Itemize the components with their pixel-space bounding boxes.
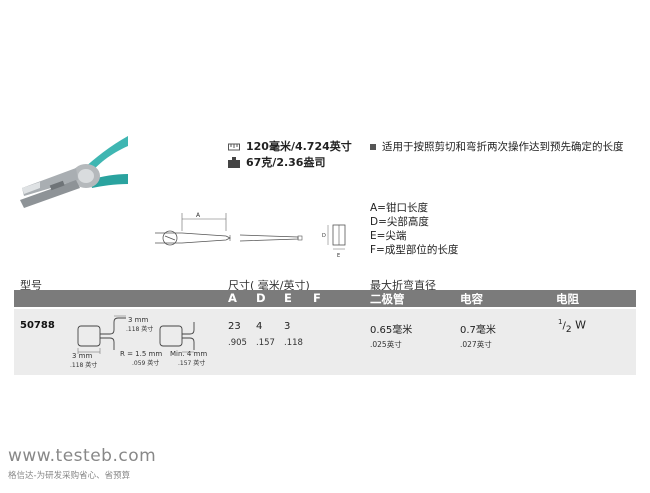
header-size: 尺寸( 毫米/英寸) xyxy=(228,279,310,292)
value-d-mm: 4 xyxy=(256,321,263,332)
legend-f: F=成型部位的长度 xyxy=(370,244,459,256)
legend-e: E=尖端 xyxy=(370,230,407,242)
table-row xyxy=(14,309,636,375)
value-a-in: .905 xyxy=(228,338,247,348)
col-f: F xyxy=(313,291,321,305)
col-diode: 二极管 xyxy=(370,292,405,306)
spec-weight-text: 67克/2.36盎司 xyxy=(246,156,326,169)
dim-d-label: D xyxy=(322,233,326,239)
diode-in: .025英寸 xyxy=(370,340,402,349)
feature-bullet: 适用于按照剪切和弯折两次操作达到预先确定的长度 xyxy=(370,139,624,154)
value-d-in: .157 xyxy=(256,338,275,348)
legend-d: D=尖部高度 xyxy=(370,216,429,228)
col-capacitor: 电容 xyxy=(460,292,483,306)
diagram-left-mm: 3 mm xyxy=(72,352,93,360)
resistor-value: 1/2 W xyxy=(558,318,586,335)
diagram-left-in: .118 英寸 xyxy=(70,362,98,369)
brand-url[interactable]: www.testeb.com xyxy=(8,446,157,466)
bend-diagram xyxy=(68,312,218,372)
value-e-mm: 3 xyxy=(284,321,291,332)
legend-a: A=钳口长度 xyxy=(370,202,428,214)
diagram-radius-in: .059 英寸 xyxy=(132,360,160,367)
header-bend: 最大折弯直径 xyxy=(370,279,436,292)
capacitor-mm: 0.7毫米 xyxy=(460,325,496,336)
bullet-square-icon xyxy=(370,143,376,150)
feature-text: 适用于按照剪切和弯折两次操作达到预先确定的长度 xyxy=(382,141,624,153)
col-d: D xyxy=(256,291,266,305)
dim-a-label: A xyxy=(196,212,201,219)
model-number: 50788 xyxy=(20,320,55,331)
col-a: A xyxy=(228,291,237,305)
resistor-numerator: 1 xyxy=(558,318,563,326)
product-image xyxy=(10,128,130,213)
diagram-radius-mm: R = 1.5 mm xyxy=(120,350,163,358)
table-header-bar xyxy=(14,290,636,307)
diagram-min-mm: Min. 4 mm xyxy=(170,350,208,358)
resistor-unit: W xyxy=(575,318,586,332)
dim-e-label: E xyxy=(337,253,340,259)
diode-mm: 0.65毫米 xyxy=(370,325,413,336)
ruler-icon xyxy=(228,143,240,150)
capacitor-in: .027英寸 xyxy=(460,340,492,349)
dimension-legend: A=钳口长度 D=尖部高度 E=尖端 F=成型部位的长度 xyxy=(370,201,458,257)
spec-length-text: 120毫米/4.724英寸 xyxy=(246,140,352,153)
col-e: E xyxy=(284,291,292,305)
col-resistor: 电阻 xyxy=(556,292,579,306)
diagram-min-in: .157 英寸 xyxy=(178,360,206,367)
dimension-drawing: A D E xyxy=(150,205,360,265)
value-a-mm: 23 xyxy=(228,321,241,332)
diagram-top-mm: 3 mm xyxy=(128,316,149,324)
diagram-top-in: .118 英寸 xyxy=(126,326,154,333)
brand-slogan: 格信达-为研发采购省心、省预算 xyxy=(8,471,131,481)
spec-weight: 67克/2.36盎司 xyxy=(228,154,325,170)
value-e-in: .118 xyxy=(284,338,303,348)
weight-icon xyxy=(228,156,240,168)
spec-length: 120毫米/4.724英寸 xyxy=(228,138,352,154)
header-model: 型号 xyxy=(20,279,42,292)
resistor-denominator: 2 xyxy=(565,324,572,335)
